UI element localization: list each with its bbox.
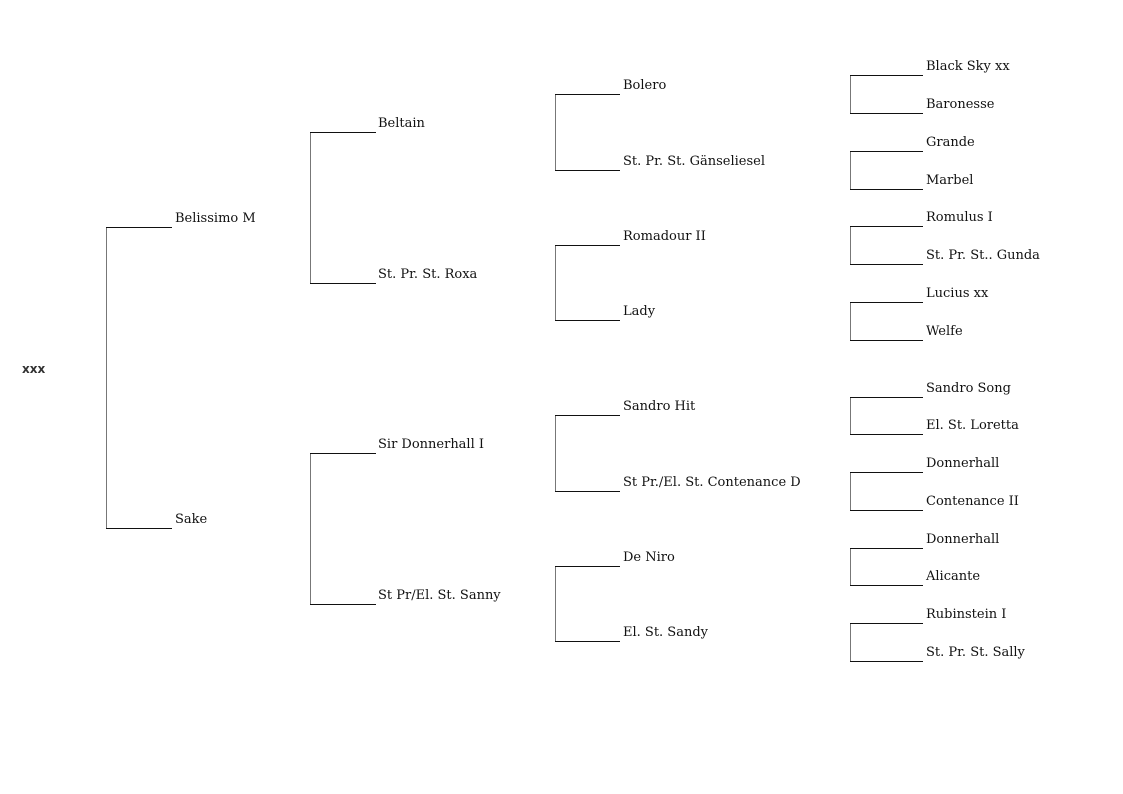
ancestor-name-gen4: St. Pr. St.. Gunda bbox=[926, 248, 1040, 263]
ancestor-name-gen4: Marbel bbox=[926, 173, 974, 188]
connector-line bbox=[555, 245, 620, 246]
connector-line bbox=[850, 661, 923, 662]
ancestor-name-gen2: Sir Donnerhall I bbox=[378, 437, 485, 452]
connector-line bbox=[850, 397, 923, 398]
bracket-line bbox=[555, 566, 556, 641]
ancestor-name-gen4: Donnerhall bbox=[926, 456, 1000, 471]
ancestor-name-gen1: Sake bbox=[175, 512, 208, 527]
connector-line bbox=[850, 548, 923, 549]
ancestor-name-gen4: Lucius xx bbox=[926, 286, 989, 301]
ancestor-name-gen4: Alicante bbox=[926, 569, 981, 584]
bracket-line bbox=[555, 415, 556, 491]
connector-line bbox=[555, 320, 620, 321]
ancestor-name-gen4: Romulus I bbox=[926, 210, 993, 225]
bracket-line bbox=[106, 227, 107, 528]
connector-line bbox=[555, 94, 620, 95]
connector-line bbox=[850, 302, 923, 303]
ancestor-name-gen4: Sandro Song bbox=[926, 381, 1011, 396]
ancestor-name-gen2: St Pr/El. St. Sanny bbox=[378, 588, 501, 603]
connector-line bbox=[555, 415, 620, 416]
connector-line bbox=[850, 340, 923, 341]
ancestor-name-gen4: Grande bbox=[926, 135, 975, 150]
ancestor-name-gen3: Lady bbox=[623, 304, 656, 319]
ancestor-name-gen3: El. St. Sandy bbox=[623, 625, 709, 640]
connector-line bbox=[850, 151, 923, 152]
ancestor-name-gen2: Beltain bbox=[378, 116, 425, 131]
connector-line bbox=[106, 227, 172, 228]
connector-line bbox=[555, 170, 620, 171]
ancestor-name-gen4: St. Pr. St. Sally bbox=[926, 645, 1025, 660]
bracket-line bbox=[850, 75, 851, 113]
connector-line bbox=[850, 472, 923, 473]
ancestor-name-gen4: Donnerhall bbox=[926, 532, 1000, 547]
connector-line bbox=[850, 113, 923, 114]
ancestor-name-gen1: Belissimo M bbox=[175, 211, 256, 226]
ancestor-name-gen3: St. Pr. St. Gänseliesel bbox=[623, 154, 765, 169]
connector-line bbox=[850, 264, 923, 265]
ancestor-name-gen3: St Pr./El. St. Contenance D bbox=[623, 475, 801, 490]
connector-line bbox=[850, 189, 923, 190]
subject-name: xxx bbox=[22, 362, 46, 376]
bracket-line bbox=[850, 302, 851, 340]
connector-line bbox=[850, 585, 923, 586]
bracket-line bbox=[555, 245, 556, 320]
ancestor-name-gen4: Baronesse bbox=[926, 97, 995, 112]
ancestor-name-gen4: Welfe bbox=[926, 324, 963, 339]
ancestor-name-gen3: Bolero bbox=[623, 78, 667, 93]
bracket-line bbox=[850, 623, 851, 661]
bracket-line bbox=[850, 472, 851, 510]
connector-line bbox=[555, 641, 620, 642]
bracket-line bbox=[555, 94, 556, 170]
bracket-line bbox=[850, 151, 851, 189]
ancestor-name-gen4: Rubinstein I bbox=[926, 607, 1007, 622]
connector-line bbox=[555, 566, 620, 567]
ancestor-name-gen3: Romadour II bbox=[623, 229, 706, 244]
ancestor-name-gen4: El. St. Loretta bbox=[926, 418, 1019, 433]
connector-line bbox=[850, 75, 923, 76]
connector-line bbox=[310, 453, 376, 454]
bracket-line bbox=[850, 226, 851, 264]
connector-line bbox=[850, 623, 923, 624]
connector-line bbox=[850, 226, 923, 227]
bracket-line bbox=[310, 453, 311, 604]
bracket-line bbox=[850, 397, 851, 434]
ancestor-name-gen4: Black Sky xx bbox=[926, 59, 1010, 74]
connector-line bbox=[310, 132, 376, 133]
ancestor-name-gen4: Contenance II bbox=[926, 494, 1019, 509]
ancestor-name-gen3: Sandro Hit bbox=[623, 399, 696, 414]
connector-line bbox=[310, 283, 376, 284]
connector-line bbox=[850, 510, 923, 511]
bracket-line bbox=[310, 132, 311, 283]
connector-line bbox=[555, 491, 620, 492]
connector-line bbox=[850, 434, 923, 435]
ancestor-name-gen2: St. Pr. St. Roxa bbox=[378, 267, 478, 282]
connector-line bbox=[310, 604, 376, 605]
connector-line bbox=[106, 528, 172, 529]
bracket-line bbox=[850, 548, 851, 585]
ancestor-name-gen3: De Niro bbox=[623, 550, 675, 565]
